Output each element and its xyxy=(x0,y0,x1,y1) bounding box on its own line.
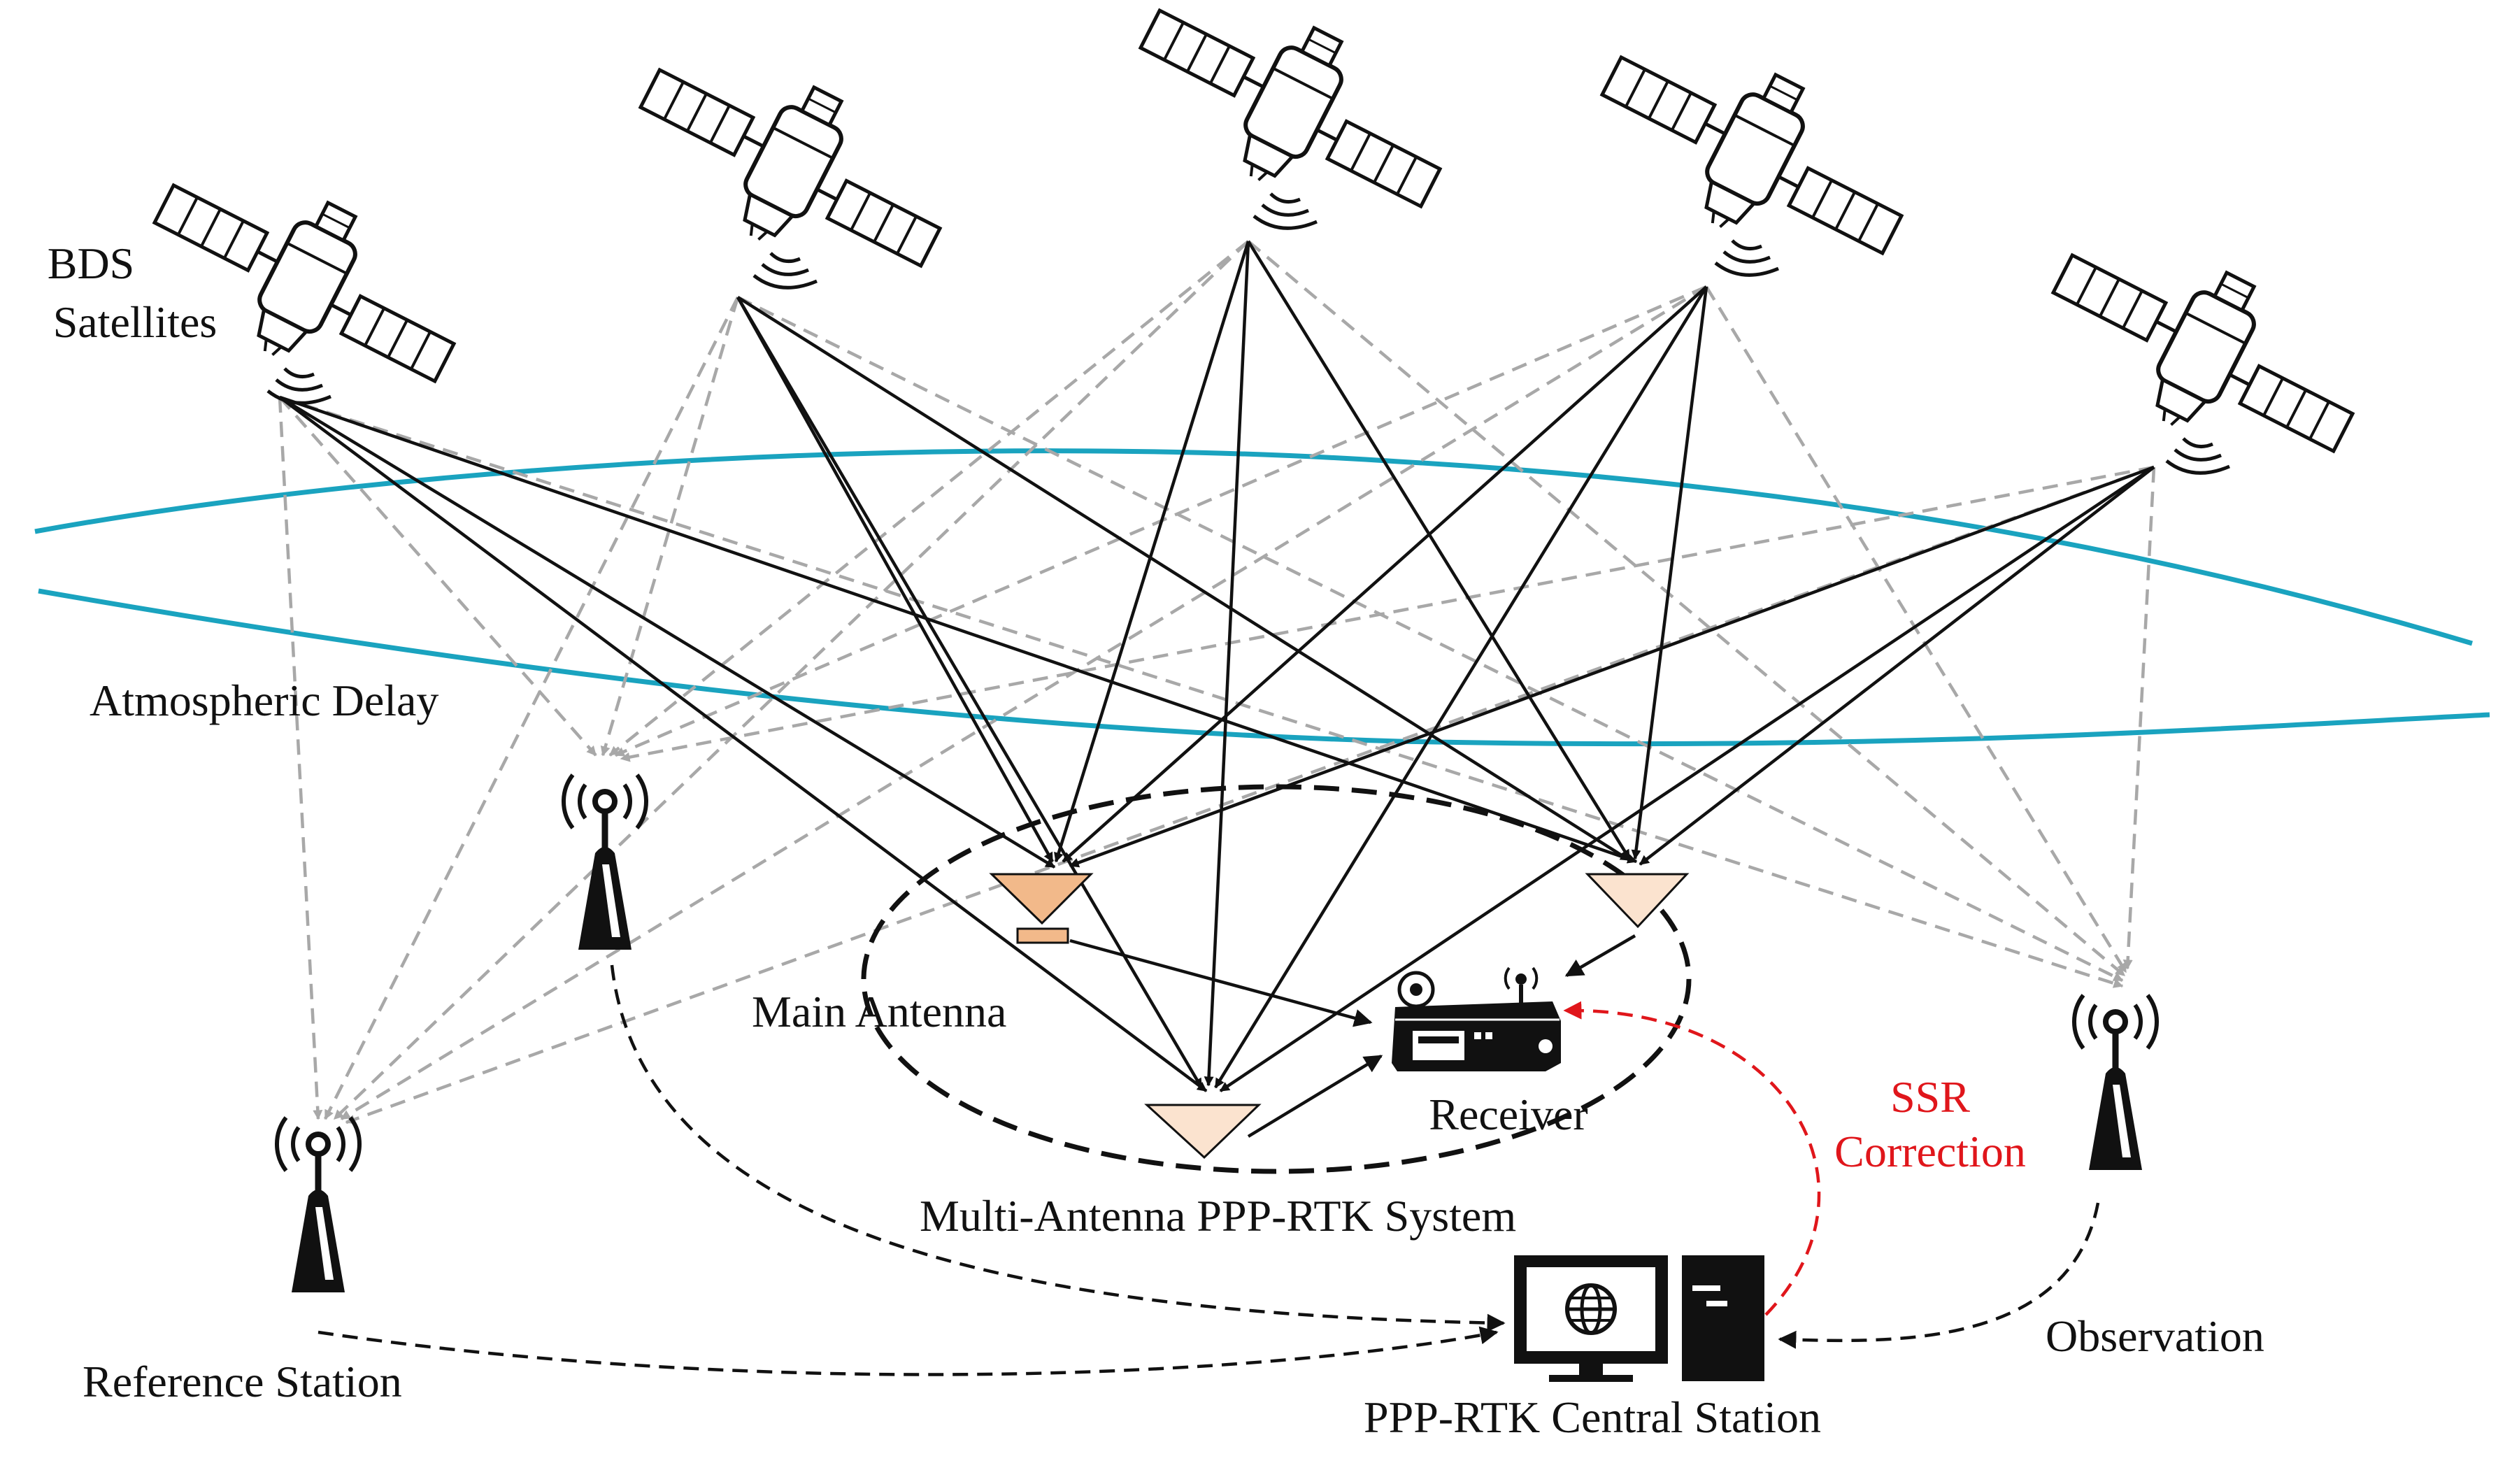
satellite-4-icon xyxy=(1596,57,1908,275)
central-station-label: PPP-RTK Central Station xyxy=(1364,1392,1821,1442)
main-antenna-label: Main Antenna xyxy=(752,987,1006,1036)
satellite-5-icon xyxy=(2047,255,2359,473)
secondary-antenna-right-icon xyxy=(1585,873,1690,929)
reference-station-label: Reference Station xyxy=(83,1357,402,1406)
ssr-label-line2: Correction xyxy=(1834,1127,2026,1176)
observation-station-icon xyxy=(2074,995,2157,1170)
bds-label-line2: Satellites xyxy=(53,297,217,347)
ssr-label-line1: SSR xyxy=(1890,1072,1970,1122)
reference-station-left-icon xyxy=(277,1118,359,1292)
observation-label: Observation xyxy=(2046,1311,2264,1361)
bds-label-line1: BDS xyxy=(48,238,135,288)
reference-station-middle-icon xyxy=(564,775,646,950)
central-station-icon xyxy=(1514,1255,1764,1382)
atmospheric-delay-label: Atmospheric Delay xyxy=(90,676,438,725)
multi-antenna-system-boundary xyxy=(861,784,1692,1174)
secondary-antenna-bottom-icon xyxy=(1144,1104,1262,1160)
satellite-3-icon xyxy=(1134,10,1446,228)
receiver-icon xyxy=(1392,966,1561,1071)
satellite-1-icon xyxy=(148,185,460,403)
multi-antenna-system-label: Multi-Antenna PPP-RTK System xyxy=(920,1191,1516,1241)
ssr-correction-link xyxy=(1563,1001,1821,1316)
main-antenna-icon xyxy=(989,873,1094,944)
receiver-label: Receiver xyxy=(1429,1090,1587,1139)
satellite-2-icon xyxy=(634,70,946,287)
